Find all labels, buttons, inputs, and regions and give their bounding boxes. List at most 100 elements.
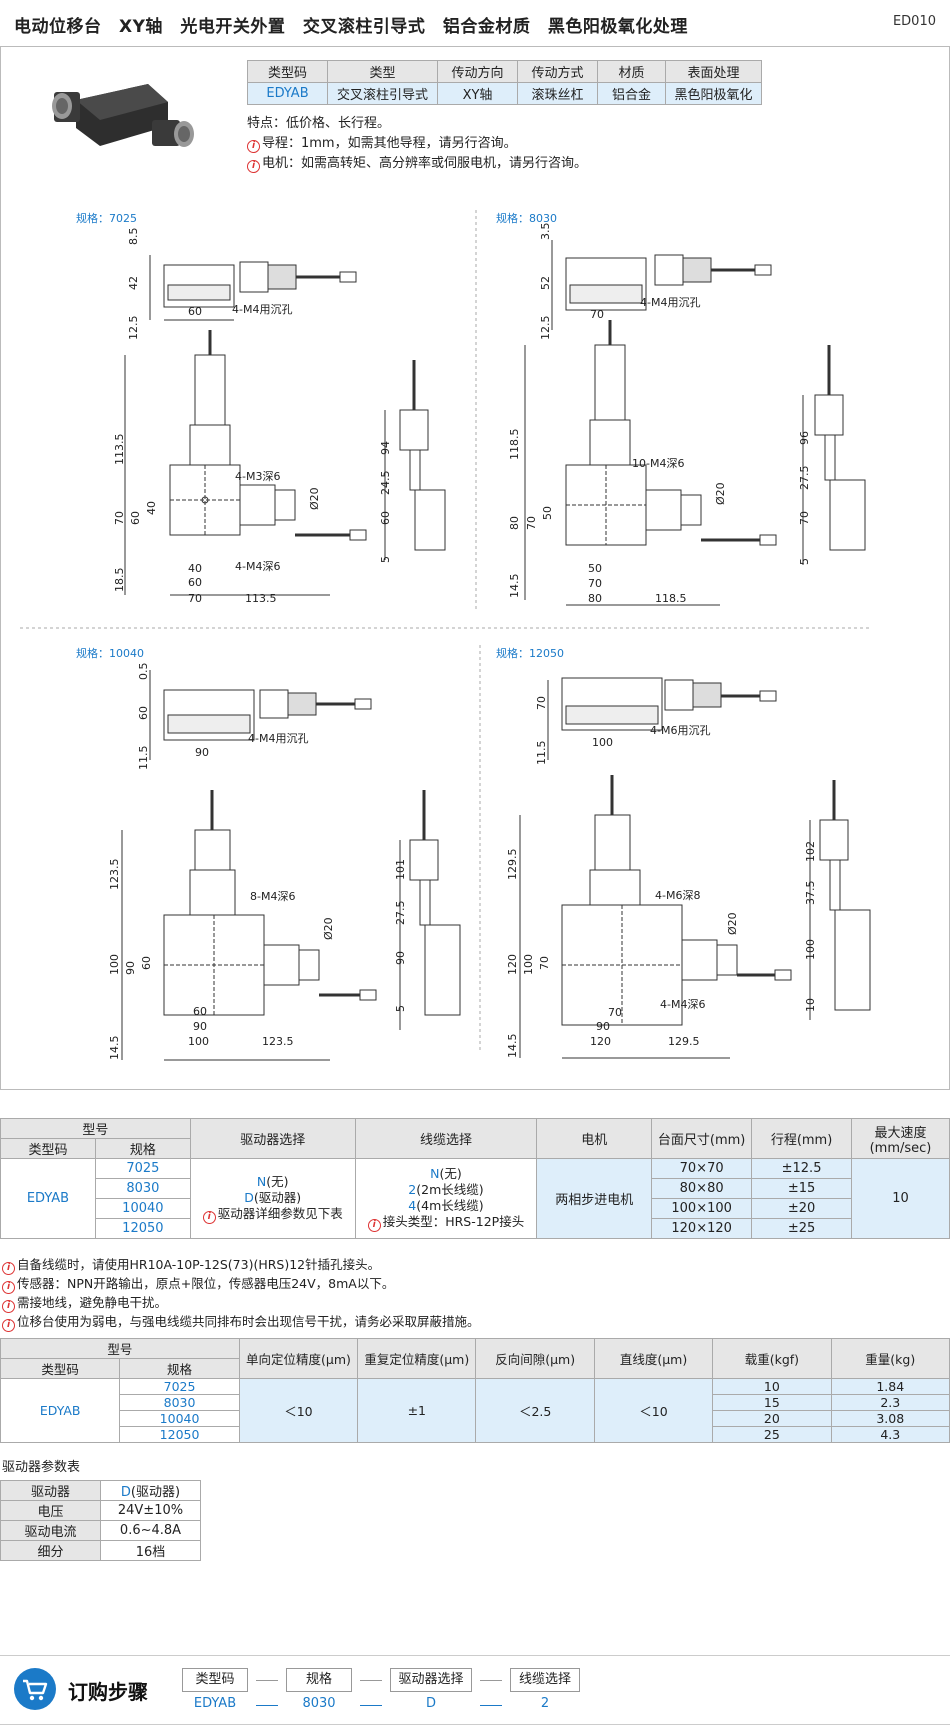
- order-dash: [256, 1705, 278, 1706]
- summary-cell: 铝合金: [597, 82, 666, 105]
- order-steps: 订购步骤 类型码 规格 驱动器选择 线缆选择 EDYAB 8030 D 2: [0, 1655, 950, 1725]
- col-header: 重复定位精度(μm): [357, 1338, 477, 1379]
- svg-text:0.5: 0.5: [137, 663, 150, 681]
- order-value-cable: 2: [540, 1696, 550, 1711]
- svg-text:123.5: 123.5: [262, 1035, 294, 1048]
- spec-cell: 12050: [119, 1426, 240, 1443]
- param-value: 24V±10%: [100, 1500, 201, 1521]
- svg-text:24.5: 24.5: [379, 471, 392, 496]
- svg-text:96: 96: [798, 431, 811, 445]
- drawing-10040-dims: 0.5 60 11.5 90 4-M4用沉孔 123.5 100 90 60 1…: [108, 663, 407, 1061]
- load-cell: 15: [712, 1394, 832, 1411]
- spec-label-12050: 规格：12050: [496, 647, 564, 660]
- col-header: 型号: [0, 1118, 191, 1139]
- svg-text:4-M4用沉孔: 4-M4用沉孔: [640, 296, 700, 309]
- stroke-cell: ±20: [751, 1198, 852, 1219]
- col-header: 线缆选择: [354, 1118, 538, 1159]
- order-title: 订购步骤: [68, 1680, 148, 1704]
- svg-text:60: 60: [140, 956, 153, 970]
- svg-text:94: 94: [379, 441, 392, 455]
- spec-cell: 8030: [94, 1178, 191, 1199]
- svg-text:14.5: 14.5: [506, 1034, 519, 1059]
- motor-cell: 两相步进电机: [536, 1158, 653, 1239]
- svg-text:5: 5: [379, 556, 392, 563]
- cart-icon: [14, 1668, 56, 1710]
- svg-text:90: 90: [124, 961, 137, 975]
- weight-cell: 3.08: [830, 1410, 950, 1427]
- svg-text:Ø20: Ø20: [322, 917, 335, 940]
- svg-text:18.5: 18.5: [113, 568, 126, 593]
- svg-text:Ø20: Ø20: [726, 912, 739, 935]
- param-value: D(驱动器): [100, 1480, 201, 1501]
- info-icon: i: [2, 1281, 15, 1294]
- svg-text:90: 90: [596, 1020, 610, 1033]
- order-dash: [360, 1705, 382, 1706]
- order-step-spec: 规格: [286, 1668, 352, 1692]
- svg-text:80: 80: [508, 516, 521, 530]
- col-header: 台面尺寸(mm): [651, 1118, 753, 1159]
- svg-text:100: 100: [108, 954, 121, 975]
- col-header: 电机: [536, 1118, 653, 1159]
- drawing-8030: [524, 240, 866, 606]
- svg-text:27.5: 27.5: [394, 901, 407, 926]
- svg-text:5: 5: [394, 1005, 407, 1012]
- accuracy-table: 型号 单向定位精度(μm) 重复定位精度(μm) 反向间隙(μm) 直线度(μm…: [0, 1338, 950, 1443]
- spec-cell: 12050: [94, 1218, 191, 1239]
- param-key: 电压: [0, 1500, 101, 1521]
- svg-text:70: 70: [525, 516, 538, 530]
- spec-cell: 8030: [119, 1394, 240, 1411]
- spec-label-10040: 规格：10040: [76, 647, 144, 660]
- size-cell: 100×100: [651, 1198, 753, 1219]
- svg-text:70: 70: [188, 592, 202, 605]
- svg-text:4-M4深6: 4-M4深6: [235, 560, 280, 573]
- svg-text:123.5: 123.5: [108, 859, 121, 891]
- technical-drawings: 8.5 42 12.5 60 4-M4用沉孔 113.5 70 60 40 18…: [20, 210, 871, 1061]
- svg-text:100: 100: [804, 939, 817, 960]
- drawing-12050: [519, 677, 871, 1059]
- order-dash: [256, 1680, 278, 1681]
- summary-header: 传动方向: [437, 60, 518, 83]
- col-header: 型号: [0, 1338, 240, 1359]
- svg-text:12.5: 12.5: [539, 316, 552, 341]
- summary-header: 类型码: [247, 60, 328, 83]
- drawing-7025: [124, 255, 446, 596]
- svg-text:118.5: 118.5: [655, 592, 687, 605]
- weight-cell: 2.3: [830, 1394, 950, 1411]
- svg-text:40: 40: [145, 501, 158, 515]
- size-cell: 80×80: [651, 1178, 753, 1199]
- svg-text:100: 100: [188, 1035, 209, 1048]
- summary-cell: 交叉滚柱引导式: [327, 82, 438, 105]
- svg-text:14.5: 14.5: [108, 1036, 121, 1061]
- svg-text:4-M6用沉孔: 4-M6用沉孔: [650, 724, 710, 737]
- weight-cell: 4.3: [830, 1426, 950, 1443]
- svg-text:80: 80: [588, 592, 602, 605]
- svg-text:113.5: 113.5: [245, 592, 277, 605]
- summary-cell: EDYAB: [247, 82, 328, 105]
- col-header: 规格: [119, 1358, 240, 1379]
- svg-text:118.5: 118.5: [508, 429, 521, 461]
- weight-cell: 1.84: [830, 1378, 950, 1395]
- load-cell: 20: [712, 1410, 832, 1427]
- driver-params-title: 驱动器参数表: [2, 1460, 81, 1475]
- order-dash: [360, 1680, 382, 1681]
- accuracy-cell: ＜10: [238, 1378, 359, 1443]
- info-icon: i: [247, 160, 260, 173]
- svg-text:102: 102: [804, 841, 817, 862]
- svg-text:27.5: 27.5: [798, 466, 811, 491]
- svg-text:60: 60: [193, 1005, 207, 1018]
- col-header: 单向定位精度(μm): [238, 1338, 359, 1379]
- order-step-type: 类型码: [182, 1668, 248, 1692]
- svg-text:90: 90: [195, 746, 209, 759]
- col-header: 类型码: [0, 1138, 96, 1159]
- svg-text:4-M4用沉孔: 4-M4用沉孔: [232, 303, 292, 316]
- stroke-cell: ±25: [751, 1218, 852, 1239]
- svg-text:50: 50: [541, 506, 554, 520]
- col-header: 载重(kgf): [712, 1338, 832, 1379]
- svg-text:60: 60: [188, 576, 202, 589]
- drawing-10040: [121, 670, 461, 1061]
